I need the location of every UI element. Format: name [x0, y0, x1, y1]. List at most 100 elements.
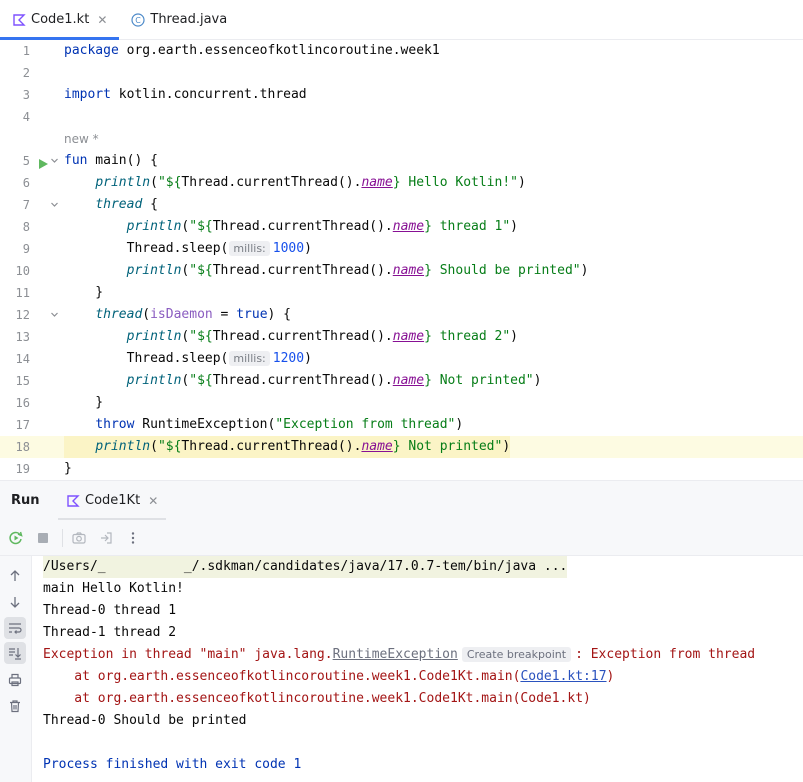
code-text[interactable]: }	[64, 392, 103, 414]
more-options-button[interactable]	[121, 526, 145, 550]
code-text[interactable]: throw RuntimeException("Exception from t…	[64, 414, 463, 436]
console-command-line[interactable]: /Users/_ _/.sdkman/candidates/java/17.0.…	[43, 556, 568, 578]
code-text[interactable]: println("${Thread.currentThread().name} …	[64, 172, 526, 194]
scroll-down-button[interactable]	[4, 591, 26, 613]
code-token: (	[181, 219, 190, 234]
restore-layout-button[interactable]	[94, 526, 118, 550]
code-token: import	[64, 87, 111, 102]
code-token: )	[510, 219, 518, 234]
code-token: )	[533, 373, 542, 388]
line-number: 5	[22, 154, 30, 168]
line-number: 2	[22, 66, 30, 80]
code-text[interactable]: import kotlin.concurrent.thread	[64, 84, 307, 106]
line-number: 7	[22, 198, 30, 212]
soft-wrap-button[interactable]	[4, 617, 26, 639]
tab-thread-java[interactable]: C Thread.java	[119, 0, 239, 39]
printer-icon	[8, 673, 22, 687]
line-number: 1	[22, 44, 30, 58]
code-author-hint[interactable]: new *	[64, 132, 99, 146]
clear-all-button[interactable]	[4, 695, 26, 717]
trash-icon	[10, 700, 20, 713]
code-token: name	[361, 439, 393, 454]
code-text[interactable]: println("${Thread.currentThread().name} …	[64, 370, 542, 392]
code-token: =	[212, 307, 237, 322]
code-token: name	[392, 329, 425, 344]
close-icon[interactable]: ✕	[148, 493, 159, 508]
code-line[interactable]: 19}	[0, 458, 803, 480]
code-token: "Exception from thread"	[275, 417, 456, 432]
code-line[interactable]: 5 fun main() {	[0, 150, 803, 172]
code-token: Thread.currentThread().	[212, 263, 393, 278]
code-line[interactable]: 16 }	[0, 392, 803, 414]
code-line[interactable]: 9 Thread.sleep(millis:1000)	[0, 238, 803, 260]
code-line[interactable]: 18 println("${Thread.currentThread().nam…	[0, 436, 803, 458]
screenshot-button[interactable]	[67, 526, 91, 550]
stop-icon	[38, 532, 48, 543]
code-token: fun	[64, 153, 88, 168]
code-text[interactable]: thread {	[64, 194, 158, 216]
fold-chevron-icon[interactable]	[50, 150, 59, 181]
code-line[interactable]: 15 println("${Thread.currentThread().nam…	[0, 370, 803, 392]
print-button[interactable]	[4, 669, 26, 691]
camera-icon	[72, 531, 86, 544]
code-token: Not printed"	[400, 439, 503, 454]
tab-code1-kt[interactable]: Code1.kt ✕	[0, 0, 120, 40]
line-number: 16	[15, 396, 30, 410]
code-text[interactable]: Thread.sleep(millis:1200)	[64, 348, 312, 370]
create-breakpoint-button[interactable]: Create breakpoint	[461, 647, 572, 662]
code-text[interactable]: }	[64, 282, 103, 304]
code-token: ) {	[267, 307, 292, 322]
code-text[interactable]: fun main() {	[64, 150, 158, 172]
rerun-button[interactable]	[4, 526, 28, 550]
scroll-up-button[interactable]	[4, 565, 26, 587]
code-editor[interactable]: 1 package org.earth.essenceofkotlincorout…	[0, 40, 803, 480]
scroll-to-end-button[interactable]	[4, 642, 26, 664]
code-token: thread	[95, 307, 143, 322]
stacktrace-text: at org.earth.essenceofkotlincoroutine.we…	[43, 669, 521, 684]
soft-wrap-icon	[9, 623, 22, 634]
code-line[interactable]: 6 println("${Thread.currentThread().name…	[0, 172, 803, 194]
code-text[interactable]: }	[64, 458, 72, 480]
code-text[interactable]: package org.earth.essenceofkotlincorouti…	[64, 40, 440, 62]
console-line: Thread-0 Should be printed	[43, 713, 247, 728]
code-line[interactable]: 14 Thread.sleep(millis:1200)	[0, 348, 803, 370]
code-text[interactable]: println("${Thread.currentThread().name} …	[64, 260, 589, 282]
code-line[interactable]: 8 println("${Thread.currentThread().name…	[0, 216, 803, 238]
code-text[interactable]: Thread.sleep(millis:1000)	[64, 238, 312, 260]
code-token: Hello Kotlin!"	[400, 175, 518, 190]
console-output[interactable]: /Users/_ _/.sdkman/candidates/java/17.0.…	[32, 556, 803, 782]
code-token: println	[126, 219, 182, 234]
code-text[interactable]: println("${Thread.currentThread().name} …	[64, 326, 518, 348]
source-link[interactable]: Code1.kt:17	[520, 669, 607, 684]
run-gutter-icon[interactable]	[38, 155, 49, 174]
exception-class-link[interactable]: RuntimeException	[332, 647, 458, 662]
stop-button[interactable]	[31, 526, 55, 550]
code-text[interactable]: println("${Thread.currentThread().name} …	[64, 436, 511, 458]
code-line[interactable]: 1 package org.earth.essenceofkotlincorout…	[0, 40, 803, 62]
close-icon[interactable]: ✕	[97, 12, 108, 27]
code-token: "${	[189, 263, 213, 278]
code-line[interactable]: 10 println("${Thread.currentThread().nam…	[0, 260, 803, 282]
code-line[interactable]: 2	[0, 62, 803, 84]
code-token: Thread.currentThread().	[212, 219, 393, 234]
code-token	[64, 197, 95, 212]
code-line[interactable]: 17 throw RuntimeException("Exception fro…	[0, 414, 803, 436]
code-text[interactable]: println("${Thread.currentThread().name} …	[64, 216, 518, 238]
code-text[interactable]: thread(isDaemon = true) {	[64, 304, 291, 326]
code-line[interactable]: 11 }	[0, 282, 803, 304]
code-token: }	[392, 439, 401, 454]
code-line[interactable]: 13 println("${Thread.currentThread().nam…	[0, 326, 803, 348]
run-toolbar	[0, 520, 803, 556]
fold-chevron-icon[interactable]	[50, 304, 59, 335]
code-token	[64, 417, 95, 432]
code-line[interactable]: 4	[0, 106, 803, 128]
run-tab-label: Code1Kt	[85, 493, 141, 508]
code-line[interactable]: 12 thread(isDaemon = true) {	[0, 304, 803, 326]
console-side-toolbar	[0, 556, 32, 782]
line-number: 3	[22, 88, 30, 102]
line-number: 17	[15, 418, 30, 432]
run-tab-code1kt[interactable]: Code1Kt ✕	[58, 481, 167, 521]
code-line[interactable]: 7 thread {	[0, 194, 803, 216]
code-line[interactable]: 3 import kotlin.concurrent.thread	[0, 84, 803, 106]
fold-chevron-icon[interactable]	[50, 194, 59, 225]
